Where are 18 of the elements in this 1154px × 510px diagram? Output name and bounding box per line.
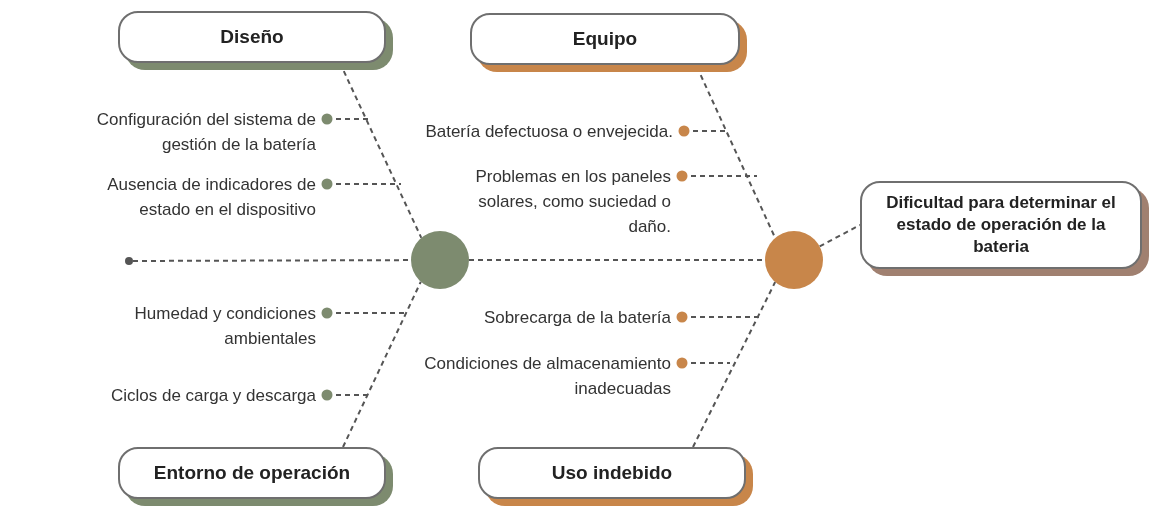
cause-line <box>321 389 369 401</box>
cause-label: Configuración del sistema de gestión de la batería <box>40 107 316 157</box>
cause-label: Sobrecarga de la batería <box>420 305 671 330</box>
bone-line <box>342 280 422 448</box>
cause-line <box>676 170 758 182</box>
cause-line <box>321 178 402 190</box>
cause-label: Problemas en los paneles solares, como suciedad o daño. <box>446 164 671 239</box>
cause-line <box>321 307 407 319</box>
cause-label: Humedad y condiciones ambientales <box>60 301 316 351</box>
bone-line <box>692 281 777 448</box>
junction-circle <box>765 231 823 289</box>
cause-label: Ciclos de carga y descarga <box>40 383 316 408</box>
cause-label: Ausencia de indicadores de estado en el dispositivo <box>66 172 316 222</box>
cause-line <box>676 357 731 369</box>
tail-dot <box>125 257 133 265</box>
junction-circle <box>411 231 469 289</box>
cause-label: Condiciones de almacenamiento inadecuadas <box>380 351 671 401</box>
cause-label: Batería defectuosa o envejecida. <box>380 119 673 144</box>
